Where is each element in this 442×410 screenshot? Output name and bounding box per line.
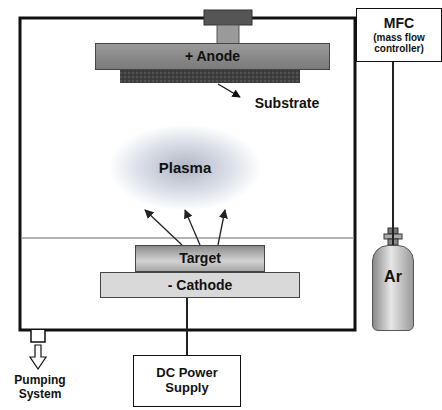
target-plate: Target (135, 245, 265, 272)
node-text: MFC (384, 15, 414, 31)
pump-arrow (30, 345, 46, 369)
mfc-box: MFC(mass flow controller) (356, 8, 442, 62)
anode-plate: + Anode (95, 43, 330, 70)
power-supply-box: DC Power Supply (133, 355, 241, 407)
anode-rod (217, 25, 239, 44)
plasma-cloud: Plasma (110, 125, 260, 210)
divider-line (21, 237, 354, 239)
chamber-wall (20, 18, 355, 330)
substrate-layer (120, 70, 300, 83)
gas-cylinder: Ar (372, 245, 414, 331)
cathode-plate: - Cathode (100, 272, 300, 298)
connector-arrow (218, 210, 225, 245)
part-label: Pumping System (0, 374, 80, 402)
node-text: Ar (384, 268, 402, 286)
node-text: Plasma (159, 159, 212, 176)
pump-port (31, 330, 45, 342)
part-label: Substrate (244, 95, 330, 111)
node-text: + Anode (185, 48, 240, 64)
connector-arrow (145, 210, 182, 245)
node-text: (mass flow controller) (357, 32, 441, 55)
connector-line (186, 298, 188, 355)
node-text: - Cathode (168, 277, 233, 293)
node-text: Target (179, 250, 221, 266)
node-text: DC Power Supply (134, 366, 240, 396)
leader-line (218, 84, 240, 97)
connector-line (392, 62, 394, 245)
feedthrough (204, 10, 252, 25)
connector-arrow (185, 210, 200, 245)
